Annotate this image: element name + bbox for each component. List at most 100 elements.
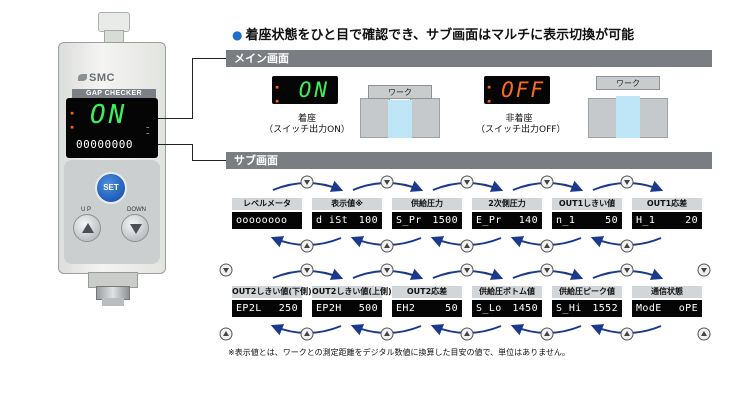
set-button[interactable]: SET <box>95 172 127 204</box>
cycle-arrow-icon <box>512 180 584 192</box>
sub-screen-item-display: n_1 50 <box>552 212 622 229</box>
sub-screen-item-display: E_Pr 140 <box>472 212 542 229</box>
cycle-arrow-icon <box>510 236 582 248</box>
sub-screen-item-label: 2次側圧力 <box>472 198 542 210</box>
sub-screen-item-label: 供給圧ピーク値 <box>552 286 622 298</box>
cycle-arrow-icon <box>270 324 342 336</box>
nav-down-icon <box>620 175 634 189</box>
sub-screen-item-label: 表示値※ <box>312 198 382 210</box>
nav-up-icon <box>540 239 554 253</box>
nav-up-icon <box>300 327 314 341</box>
nav-down-icon <box>380 263 394 277</box>
cycle-arrow-icon <box>592 180 664 192</box>
smc-logo: SMC <box>78 72 115 84</box>
display-value: 50 <box>445 303 458 314</box>
up-button[interactable] <box>73 214 101 242</box>
leader-main-v <box>192 58 193 119</box>
display-code: E_Pr <box>476 215 502 226</box>
sub-screen-item-display: EP2L 250 <box>232 300 302 317</box>
main-off-display: OFF <box>484 76 550 104</box>
display-value: oPE <box>678 303 698 314</box>
nav-up-icon <box>460 327 474 341</box>
display-code: EP2L <box>236 303 262 314</box>
cycle-arrow-icon <box>272 268 344 280</box>
display-code: S_Pr <box>396 215 422 226</box>
cycle-arrow-icon <box>590 324 662 336</box>
sub-screen-item: 供給圧力 S_Pr 1500 <box>392 198 462 229</box>
on-led-icon: ▪▪ <box>275 83 280 105</box>
display-value: 20 <box>685 215 698 226</box>
down-button-label: DOWN <box>127 207 146 213</box>
display-code: EP2H <box>316 303 342 314</box>
nav-down-icon <box>540 263 554 277</box>
sub-screen-section-title: サブ画面 <box>226 152 712 169</box>
sub-screen-item: 2次側圧力 E_Pr 140 <box>472 198 542 229</box>
cycle-arrow-icon <box>430 236 502 248</box>
cycle-arrow-icon <box>512 268 584 280</box>
nav-down-icon <box>219 263 233 277</box>
sub-screen-item-label: 供給圧ボトム値 <box>472 286 542 298</box>
sub-screen-item-label: 通信状態 <box>632 286 702 298</box>
nav-down-icon <box>540 175 554 189</box>
cycle-arrow-icon <box>352 180 424 192</box>
nav-up-icon <box>380 239 394 253</box>
nav-down-icon <box>697 263 711 277</box>
device-connector-tip <box>102 298 124 306</box>
nav-up-icon <box>460 239 474 253</box>
air-flow-icon <box>616 96 640 138</box>
main-screen-section-title: メイン画面 <box>226 50 712 67</box>
cycle-arrow-icon <box>350 324 422 336</box>
sub-screen-item-label: 供給圧力 <box>392 198 462 210</box>
cycle-arrow-icon <box>510 324 582 336</box>
display-value: 50 <box>605 215 618 226</box>
cycle-arrow-icon <box>272 180 344 192</box>
off-led-icon: ▪▪ <box>487 83 492 105</box>
device-model-label: GAP CHECKER <box>72 89 156 98</box>
display-value: 140 <box>518 215 538 226</box>
nav-up-icon <box>620 327 634 341</box>
leader-main-h1 <box>158 118 192 119</box>
nav-up-icon <box>540 327 554 341</box>
cycle-arrow-icon <box>590 236 662 248</box>
sub-screen-item-display: S_Pr 1500 <box>392 212 462 229</box>
nav-up-icon <box>620 239 634 253</box>
sub-screen-item-label: OUT2しきい値(上側) <box>312 286 392 298</box>
footnote: ※表示値とは、ワークとの測定距離をデジタル数値に換算した目安の値で、単位はありま… <box>228 348 570 357</box>
display-code: oooooooo <box>236 215 288 226</box>
display-code: n_1 <box>556 215 576 226</box>
display-code: S_Hi <box>556 303 582 314</box>
work-label-off: ワーク <box>596 76 660 90</box>
device-sub-display: 00000000 <box>76 138 133 151</box>
air-tube <box>98 12 130 32</box>
display-value: 250 <box>278 303 298 314</box>
display-code: S_Lo <box>476 303 502 314</box>
device-screen <box>66 98 158 158</box>
device-indicator-dashes-icon: –– <box>146 123 150 137</box>
sub-screen-item-label: OUT2応差 <box>392 286 462 298</box>
main-on-display: ON <box>272 76 338 104</box>
nav-up-icon <box>697 327 711 341</box>
display-value: 1500 <box>432 215 458 226</box>
on-state-label: 着座 （スイッチ出力ON） <box>264 114 350 135</box>
nav-up-icon <box>380 327 394 341</box>
up-button-label: U P <box>81 207 92 213</box>
off-state-label: 非着座 （スイッチ出力OFF） <box>476 114 566 135</box>
cycle-arrow-icon <box>432 180 504 192</box>
down-button[interactable] <box>121 214 149 242</box>
device-status-led-icon: ▪▪ <box>70 109 75 131</box>
cycle-arrow-icon <box>592 268 664 280</box>
display-code: d iSt <box>316 215 349 226</box>
leader-main-h2 <box>192 58 226 59</box>
sub-screen-item-label: OUT1応差 <box>632 198 702 210</box>
bullet-icon: ● <box>232 28 243 42</box>
cycle-arrow-icon <box>270 236 342 248</box>
